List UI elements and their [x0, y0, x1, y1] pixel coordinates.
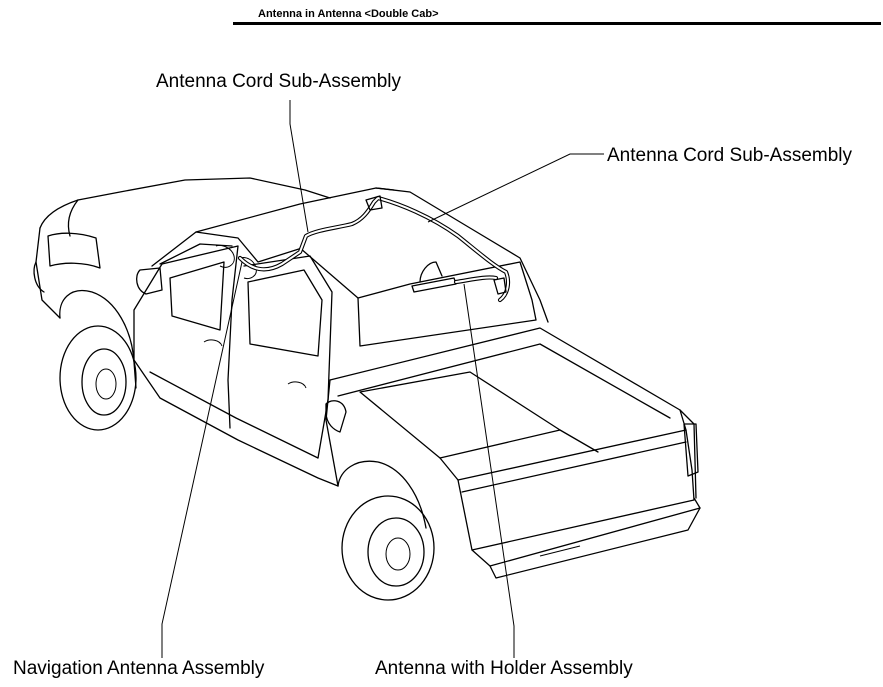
callout-navigation-antenna: Navigation Antenna Assembly: [13, 658, 265, 679]
callout-antenna-cord-top: Antenna Cord Sub-Assembly: [156, 71, 402, 92]
page-title: Antenna in Antenna <Double Cab>: [258, 8, 439, 20]
antenna-cords: [237, 195, 511, 303]
leader-lines: [161, 100, 604, 658]
callout-antenna-cord-right: Antenna Cord Sub-Assembly: [607, 145, 853, 166]
leader-navigation: [161, 261, 243, 658]
callout-antenna-holder: Antenna with Holder Assembly: [375, 658, 633, 679]
truck-outline: [33, 177, 701, 601]
leader-cord-top: [289, 100, 309, 233]
leader-cord-right: [427, 153, 604, 223]
leader-holder: [463, 283, 515, 658]
header-rule: [233, 22, 881, 25]
